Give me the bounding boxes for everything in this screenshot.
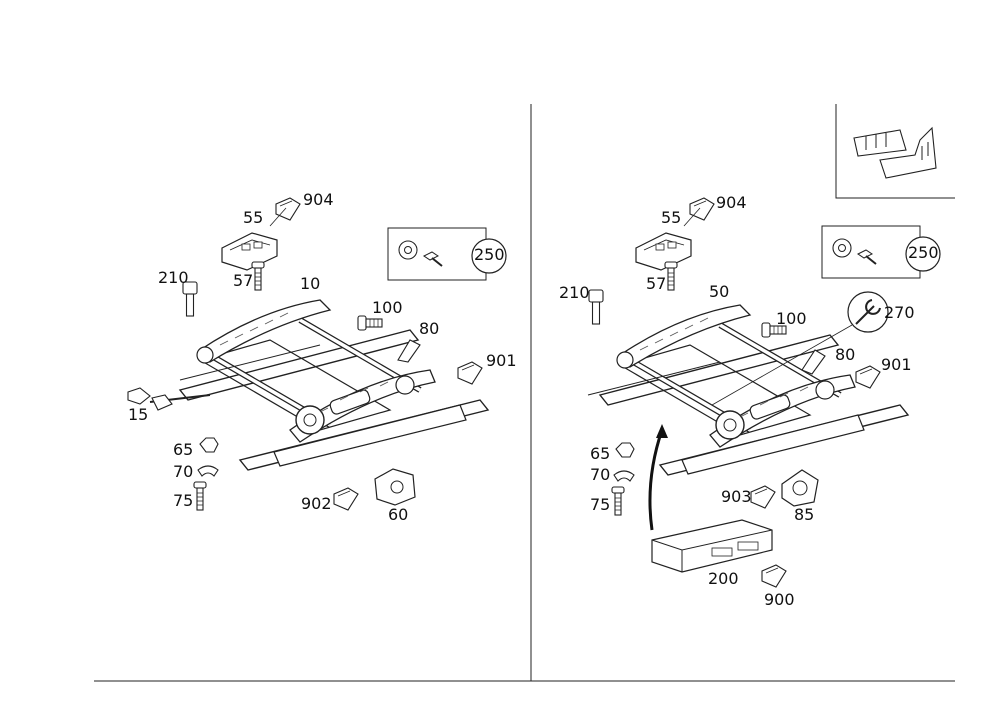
callout-left-60: 60	[388, 505, 409, 524]
left-kit-label-250: 250	[474, 245, 505, 264]
left-switch-block-55	[221, 232, 278, 271]
callout-right-904: 904	[716, 193, 747, 212]
left-bracket-80	[397, 339, 421, 363]
callout-right-270: 270	[884, 303, 915, 322]
right-flag-901	[855, 365, 881, 389]
left-cover-15	[127, 387, 151, 405]
callout-left-210: 210	[158, 268, 189, 287]
left-bolt-210	[182, 281, 198, 317]
left-nut-65	[199, 437, 219, 453]
callout-right-901: 901	[881, 355, 912, 374]
callout-right-100: 100	[776, 309, 807, 328]
callout-left-80: 80	[419, 319, 440, 338]
right-bracket-80	[801, 349, 826, 375]
callout-left-100: 100	[372, 298, 403, 317]
callout-left-10: 10	[300, 274, 321, 293]
callout-right-210: 210	[559, 283, 590, 302]
left-bolt-100	[357, 315, 383, 331]
callout-right-85: 85	[794, 505, 815, 524]
left-flag-901	[457, 361, 483, 385]
callout-left-55: 55	[243, 208, 264, 227]
callout-right-200: 200	[708, 569, 739, 588]
right-nut-65	[615, 442, 635, 458]
callout-right-75: 75	[590, 495, 611, 514]
install-arrow	[648, 429, 664, 531]
right-screw-57	[664, 261, 678, 291]
callout-right-57: 57	[646, 274, 667, 293]
switch-inset-box	[835, 104, 955, 199]
right-flag-900	[761, 564, 787, 588]
left-clip-70	[197, 465, 219, 477]
callout-right-50: 50	[709, 282, 730, 301]
right-kit-label-250: 250	[908, 243, 939, 262]
left-screw-75	[193, 481, 207, 511]
control-unit-200	[651, 519, 773, 573]
callout-left-70: 70	[173, 462, 194, 481]
callout-left-15: 15	[128, 405, 149, 424]
callout-right-903: 903	[721, 487, 752, 506]
left-motor-60	[374, 468, 416, 506]
right-bolt-210	[588, 289, 604, 325]
callout-left-904: 904	[303, 190, 334, 209]
right-seat-frame	[587, 305, 908, 475]
callout-right-70: 70	[590, 465, 611, 484]
wrench-icon-270	[711, 291, 889, 406]
callout-right-55: 55	[661, 208, 682, 227]
callout-right-65: 65	[590, 444, 611, 463]
callout-left-57: 57	[233, 271, 254, 290]
callout-left-902: 902	[301, 494, 332, 513]
right-clip-70	[613, 470, 635, 482]
callout-left-65: 65	[173, 440, 194, 459]
left-flag-904	[275, 197, 301, 221]
left-flag-902	[333, 487, 359, 511]
right-screw-75	[611, 486, 625, 516]
right-flag-904	[689, 197, 715, 221]
left-screw-57	[251, 261, 265, 291]
right-switch-block-55	[635, 232, 692, 271]
callout-right-80: 80	[835, 345, 856, 364]
right-flag-903	[750, 485, 776, 509]
callout-right-900: 900	[764, 590, 795, 609]
callout-left-901: 901	[486, 351, 517, 370]
callout-left-75: 75	[173, 491, 194, 510]
right-motor-85	[781, 469, 819, 507]
